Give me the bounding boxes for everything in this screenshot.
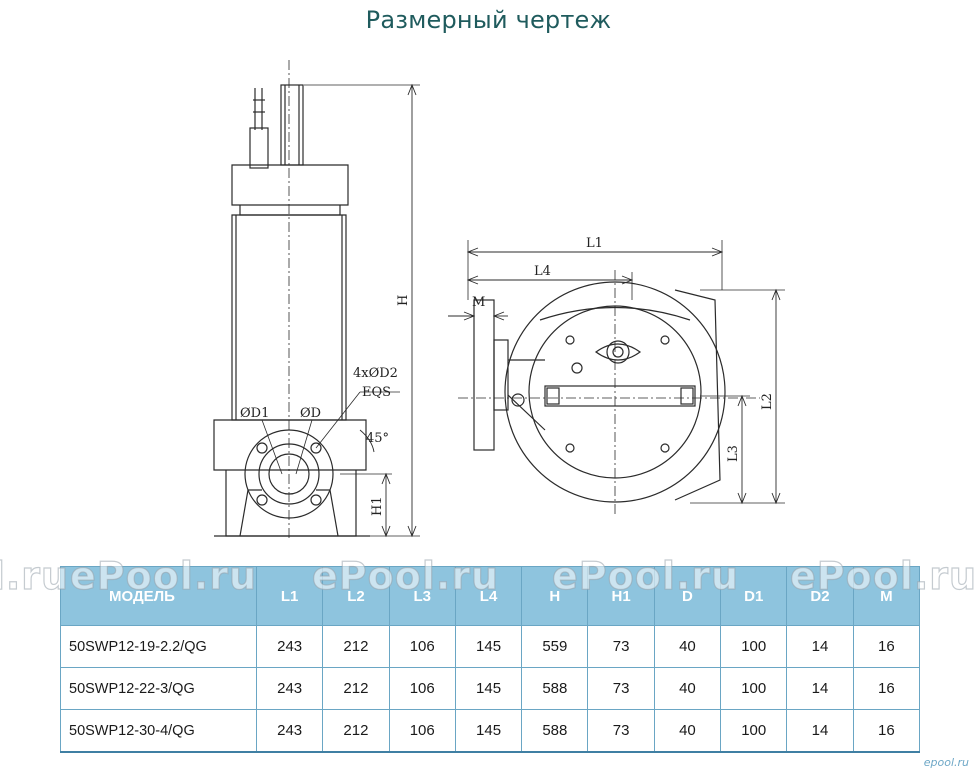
cell-h1: 73	[587, 625, 655, 668]
label-holes: 4xØD2	[353, 366, 398, 381]
cell-model: 50SWP12-30-4/QG	[60, 709, 257, 753]
corner-watermark: epool.ru	[923, 756, 969, 769]
header-d2: D2	[786, 566, 854, 626]
label-angle: 45°	[366, 431, 389, 446]
header-l3: L3	[388, 566, 456, 626]
label-eqs: EQS	[362, 385, 391, 400]
header-m: M	[852, 566, 921, 626]
cell-h1: 73	[587, 667, 655, 710]
cell-l3: 106	[388, 667, 456, 710]
cell-h: 588	[521, 709, 589, 753]
cell-d1: 100	[720, 625, 788, 668]
dimension-drawing: L1 L4 M L2 L3 H H1 ØD1 ØD 4xØD2 EQS 45°	[213, 60, 785, 540]
cell-h1: 73	[587, 709, 655, 753]
cell-d2: 14	[786, 625, 854, 668]
pump-top-view	[473, 281, 726, 503]
cell-l4: 145	[454, 667, 523, 710]
cell-model: 50SWP12-22-3/QG	[60, 667, 257, 710]
cell-l1: 243	[255, 625, 324, 668]
cell-m: 16	[852, 667, 921, 710]
pump-side-view	[213, 84, 370, 537]
label-d: ØD	[300, 406, 321, 421]
label-l4: L4	[534, 264, 551, 279]
cell-h: 559	[521, 625, 589, 668]
label-h1: H1	[370, 496, 385, 516]
header-h1: H1	[587, 566, 655, 626]
page-title: Размерный чертеж	[365, 6, 612, 34]
cell-l1: 243	[255, 709, 324, 753]
label-m: M	[472, 295, 485, 310]
table-row: 50SWP12-22-3/QG 243 212 106 145 588 73 4…	[60, 667, 921, 710]
header-l1: L1	[255, 566, 324, 626]
cell-d2: 14	[786, 709, 854, 753]
cell-d: 40	[653, 709, 722, 753]
header-l4: L4	[454, 566, 523, 626]
cell-l1: 243	[255, 667, 324, 710]
header-h: H	[521, 566, 589, 626]
cell-model: 50SWP12-19-2.2/QG	[60, 625, 257, 668]
cell-l4: 145	[454, 709, 523, 753]
label-d1: ØD1	[240, 406, 269, 421]
table-header-row: МОДЕЛЬ L1 L2 L3 L4 H H1 D D1 D2 M	[60, 566, 921, 626]
header-l2: L2	[322, 566, 390, 626]
spec-table: МОДЕЛЬ L1 L2 L3 L4 H H1 D D1 D2 M 50SWP1…	[60, 566, 921, 753]
header-d: D	[653, 566, 722, 626]
label-l2: L2	[760, 393, 775, 410]
cell-l3: 106	[388, 709, 456, 753]
cell-l2: 212	[322, 709, 390, 753]
watermark: ePool.ru	[0, 553, 70, 598]
cell-d: 40	[653, 625, 722, 668]
cell-d: 40	[653, 667, 722, 710]
cell-l4: 145	[454, 625, 523, 668]
table-row: 50SWP12-19-2.2/QG 243 212 106 145 559 73…	[60, 625, 921, 668]
cell-l2: 212	[322, 625, 390, 668]
cell-d2: 14	[786, 667, 854, 710]
header-d1: D1	[720, 566, 788, 626]
table-row: 50SWP12-30-4/QG 243 212 106 145 588 73 4…	[60, 709, 921, 753]
label-l1: L1	[586, 236, 603, 251]
label-l3: L3	[726, 445, 741, 462]
cell-d1: 100	[720, 667, 788, 710]
label-h: H	[396, 295, 411, 306]
cell-l3: 106	[388, 625, 456, 668]
cell-l2: 212	[322, 667, 390, 710]
header-model: МОДЕЛЬ	[60, 566, 257, 626]
cell-m: 16	[852, 625, 921, 668]
cell-h: 588	[521, 667, 589, 710]
cell-d1: 100	[720, 709, 788, 753]
cell-m: 16	[852, 709, 921, 753]
